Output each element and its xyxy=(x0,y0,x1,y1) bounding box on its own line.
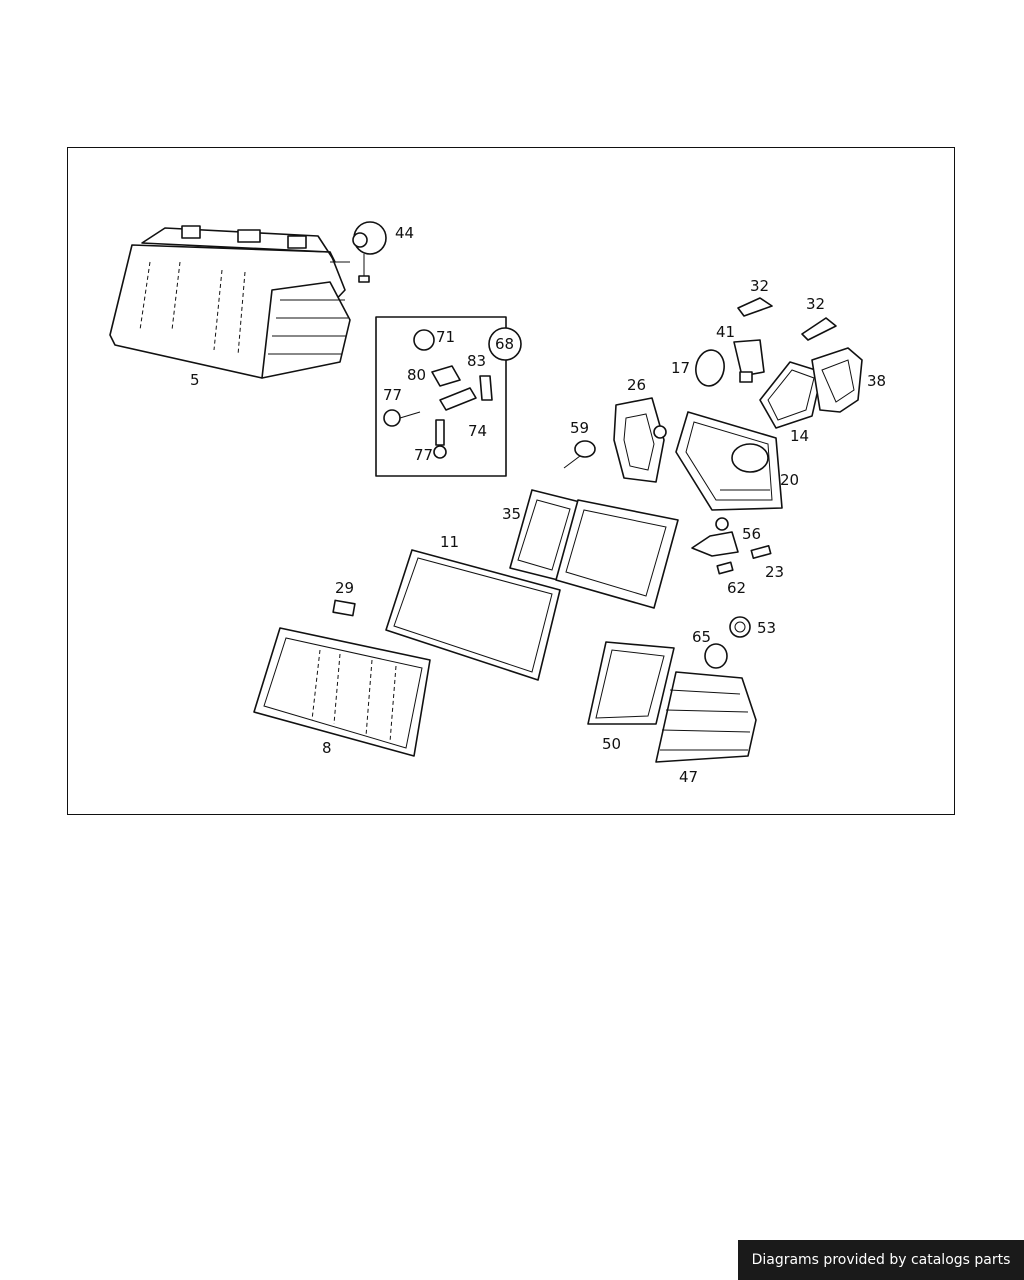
part-59-bulb[interactable] xyxy=(563,440,596,469)
callout-14: 14 xyxy=(790,427,809,445)
callout-62: 62 xyxy=(727,579,746,597)
callout-71: 71 xyxy=(436,328,455,346)
part-35-lens-frame[interactable] xyxy=(509,489,679,609)
part-68-hardware-kit[interactable] xyxy=(375,316,522,477)
callout-65: 65 xyxy=(692,628,711,646)
part-50-corner-gasket[interactable] xyxy=(587,641,675,725)
part-44-adjuster[interactable] xyxy=(352,221,387,283)
part-14-ring[interactable] xyxy=(759,361,823,429)
part-41-socket[interactable] xyxy=(733,339,765,383)
part-8-headlamp-lens[interactable] xyxy=(253,627,431,757)
part-17-seal[interactable] xyxy=(693,348,727,388)
callout-11: 11 xyxy=(440,533,459,551)
part-32-clip-a[interactable] xyxy=(737,297,773,317)
part-32-clip-b[interactable] xyxy=(801,317,837,341)
callout-59: 59 xyxy=(570,419,589,437)
part-47-corner-lamp[interactable] xyxy=(655,671,757,763)
callout-35: 35 xyxy=(502,505,521,523)
callout-8: 8 xyxy=(322,739,332,757)
diagram-frame xyxy=(67,147,955,815)
part-56-halogen-bulb[interactable] xyxy=(691,517,739,557)
part-26-reflector[interactable] xyxy=(613,397,667,483)
part-29-clip[interactable] xyxy=(332,599,356,617)
callout-17: 17 xyxy=(671,359,690,377)
callout-5: 5 xyxy=(190,371,200,389)
part-38-housing-ring[interactable] xyxy=(811,347,863,413)
callout-77b: 77 xyxy=(414,446,433,464)
callout-23: 23 xyxy=(765,563,784,581)
callout-20: 20 xyxy=(780,471,799,489)
callout-41: 41 xyxy=(716,323,735,341)
callout-44: 44 xyxy=(395,224,414,242)
callout-53: 53 xyxy=(757,619,776,637)
callout-26: 26 xyxy=(627,376,646,394)
callout-32a: 32 xyxy=(750,277,769,295)
diagram-credit: Diagrams provided by catalogs parts xyxy=(738,1240,1024,1280)
callout-77a: 77 xyxy=(383,386,402,404)
callout-50: 50 xyxy=(602,735,621,753)
callout-32b: 32 xyxy=(806,295,825,313)
callout-47: 47 xyxy=(679,768,698,786)
part-23-bulb[interactable] xyxy=(750,545,772,559)
callout-29: 29 xyxy=(335,579,354,597)
callout-80: 80 xyxy=(407,366,426,384)
callout-labels: 5 44 71 68 80 83 77 74 77 59 26 17 41 32… xyxy=(190,224,886,786)
callout-38: 38 xyxy=(867,372,886,390)
part-62-bulb[interactable] xyxy=(716,561,734,575)
callout-74: 74 xyxy=(468,422,487,440)
part-65-bulb[interactable] xyxy=(704,643,728,669)
part-20-headlamp-reflector[interactable] xyxy=(675,411,783,511)
callout-83: 83 xyxy=(467,352,486,370)
part-53-socket[interactable] xyxy=(729,616,751,638)
part-5-headlamp-assembly[interactable] xyxy=(109,225,351,379)
callout-68: 68 xyxy=(495,335,514,353)
callout-56: 56 xyxy=(742,525,761,543)
part-11-lens-gasket[interactable] xyxy=(385,549,561,681)
